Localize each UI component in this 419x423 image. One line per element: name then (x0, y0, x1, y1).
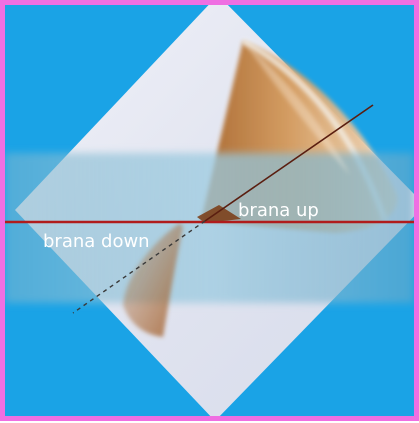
label-brana-down: brana down (43, 231, 150, 252)
brane-diagram: brana up brana down (5, 5, 414, 416)
horizontal-band (5, 153, 414, 303)
label-brana-up: brana up (238, 200, 319, 221)
